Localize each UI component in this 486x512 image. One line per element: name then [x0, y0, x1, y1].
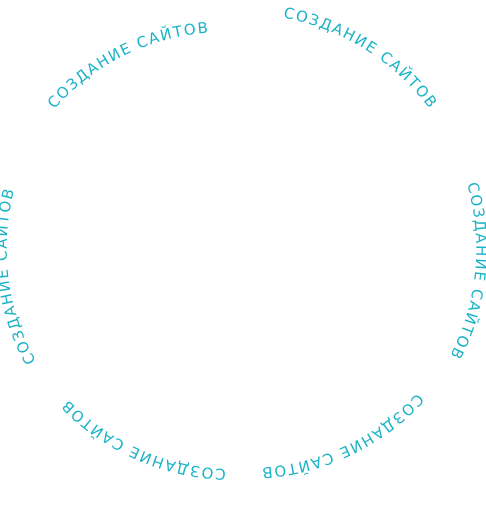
- ring-segment-label-2: СОЗДАНИЕ САЙТОВ: [282, 4, 441, 113]
- ring-segment-path-5: СОЗДАНИЕ САЙТОВ: [57, 396, 224, 483]
- ring-segment-label-5: СОЗДАНИЕ САЙТОВ: [57, 396, 226, 483]
- ring-segment-label-4: СОЗДАНИЕ САЙТОВ: [260, 390, 427, 481]
- ring-segment-path-6: СОЗДАНИЕ САЙТОВ: [0, 185, 38, 367]
- ring-segment-path-4: СОЗДАНИЕ САЙТОВ: [260, 390, 426, 481]
- ring-segment-label-1: СОЗДАНИЕ САЙТОВ: [44, 19, 210, 112]
- ring-segment-path-3: СОЗДАНИЕ САЙТОВ: [446, 180, 486, 363]
- ring-segment-label-6: СОЗДАНИЕ САЙТОВ: [0, 185, 39, 367]
- ring-segment-path-2: СОЗДАНИЕ САЙТОВ: [282, 4, 440, 113]
- ring-segment-path-1: СОЗДАНИЕ САЙТОВ: [44, 19, 209, 112]
- ring-segment-label-3: СОЗДАНИЕ САЙТОВ: [446, 180, 486, 363]
